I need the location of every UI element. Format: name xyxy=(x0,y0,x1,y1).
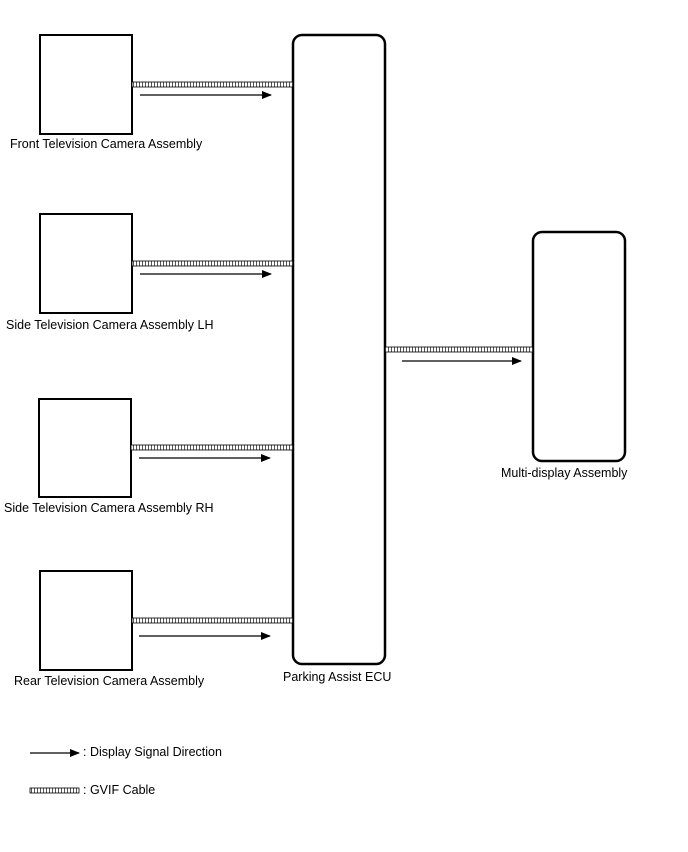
rear-camera-label: Rear Television Camera Assembly xyxy=(14,674,205,688)
gvif-cable-ecu-display xyxy=(384,346,534,353)
parking-assist-ecu-box xyxy=(291,33,387,666)
legend-gvif-cable-icon xyxy=(29,787,80,794)
gvif-cable-front xyxy=(131,81,294,88)
multi-display-box xyxy=(531,230,627,463)
gvif-cable-rear xyxy=(131,617,294,624)
parking-assist-ecu-label: Parking Assist ECU xyxy=(283,670,391,684)
side-camera-lh-box xyxy=(39,213,133,314)
gvif-cable-side-lh xyxy=(131,260,294,267)
rear-camera-box xyxy=(39,570,133,671)
legend-signal-direction-label: : Display Signal Direction xyxy=(83,745,222,759)
side-camera-lh-label: Side Television Camera Assembly LH xyxy=(6,318,214,332)
legend-gvif-cable-label: : GVIF Cable xyxy=(83,783,155,797)
side-camera-rh-label: Side Television Camera Assembly RH xyxy=(4,501,214,515)
multi-display-label: Multi-display Assembly xyxy=(501,466,628,480)
side-camera-rh-box xyxy=(38,398,132,498)
gvif-cable-side-rh xyxy=(130,444,294,451)
front-camera-label: Front Television Camera Assembly xyxy=(10,137,203,151)
front-camera-box xyxy=(39,34,133,135)
